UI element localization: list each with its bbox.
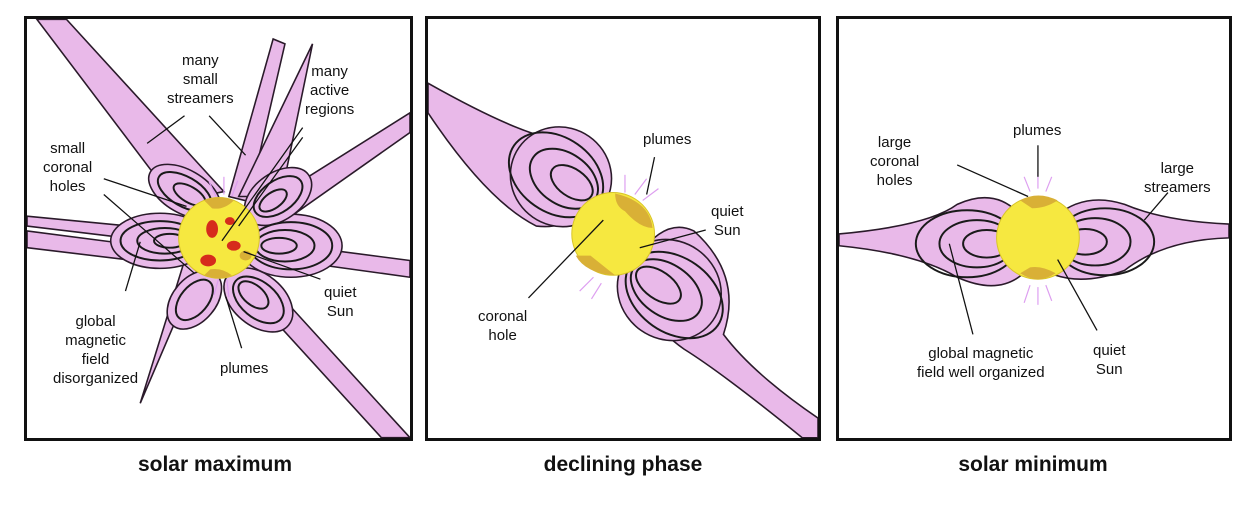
quiet-sun-label: quiet Sun	[324, 284, 357, 320]
leader-lines	[527, 156, 706, 299]
leader-lines	[103, 115, 321, 349]
many-small-streamers-label: many small streamers	[167, 52, 234, 107]
large-streamers-label: large streamers	[1144, 160, 1211, 196]
active-region	[200, 254, 217, 267]
solar-maximum-panel: many small streamers many active regions…	[24, 16, 413, 441]
coronal-hole	[204, 197, 234, 209]
active-region	[224, 217, 235, 226]
plumes-label: plumes	[1013, 122, 1062, 139]
coronal-hole	[615, 193, 653, 229]
plumes	[208, 176, 239, 297]
leader-lines	[948, 145, 1169, 335]
coronal-hole-label: coronal hole	[478, 308, 528, 344]
global-magnetic-field-well-organized-label: global magnetic field well organized	[917, 345, 1045, 381]
quiet-sun-label: quiet Sun	[711, 203, 744, 239]
plumes	[579, 174, 659, 300]
plumes-label: plumes	[220, 360, 269, 377]
plumes-label: plumes	[643, 131, 692, 148]
solar-minimum-illustration	[839, 145, 1229, 335]
coronal-hole	[575, 255, 616, 276]
declining-phase-panel: plumes quiet Sun coronal hole	[425, 16, 821, 441]
sun	[178, 196, 260, 279]
sun	[996, 196, 1080, 280]
coronal-hole	[204, 268, 232, 279]
solar-minimum-panel: large coronal holes plumes large streame…	[836, 16, 1232, 441]
active-region	[206, 220, 219, 238]
many-active-regions-label: many active regions	[305, 63, 355, 118]
small-coronal-holes-label: small coronal holes	[43, 140, 93, 195]
declining-phase-caption: declining phase	[543, 453, 703, 476]
coronal-hole	[1020, 267, 1056, 280]
coronal-hole	[1020, 195, 1058, 209]
global-magnetic-field-disorganized-label: global magnetic field disorganized	[53, 313, 139, 387]
solar-maximum-illustration	[27, 19, 410, 438]
declining-phase-illustration	[428, 82, 818, 438]
solar-maximum-caption: solar maximum	[137, 453, 293, 476]
solar-minimum-caption: solar minimum	[958, 453, 1108, 476]
quiet-sun-label: quiet Sun	[1093, 342, 1126, 378]
streamer	[1054, 199, 1229, 280]
streamer	[227, 37, 286, 203]
large-coronal-holes-label: large coronal holes	[870, 134, 920, 189]
active-region	[226, 240, 241, 251]
